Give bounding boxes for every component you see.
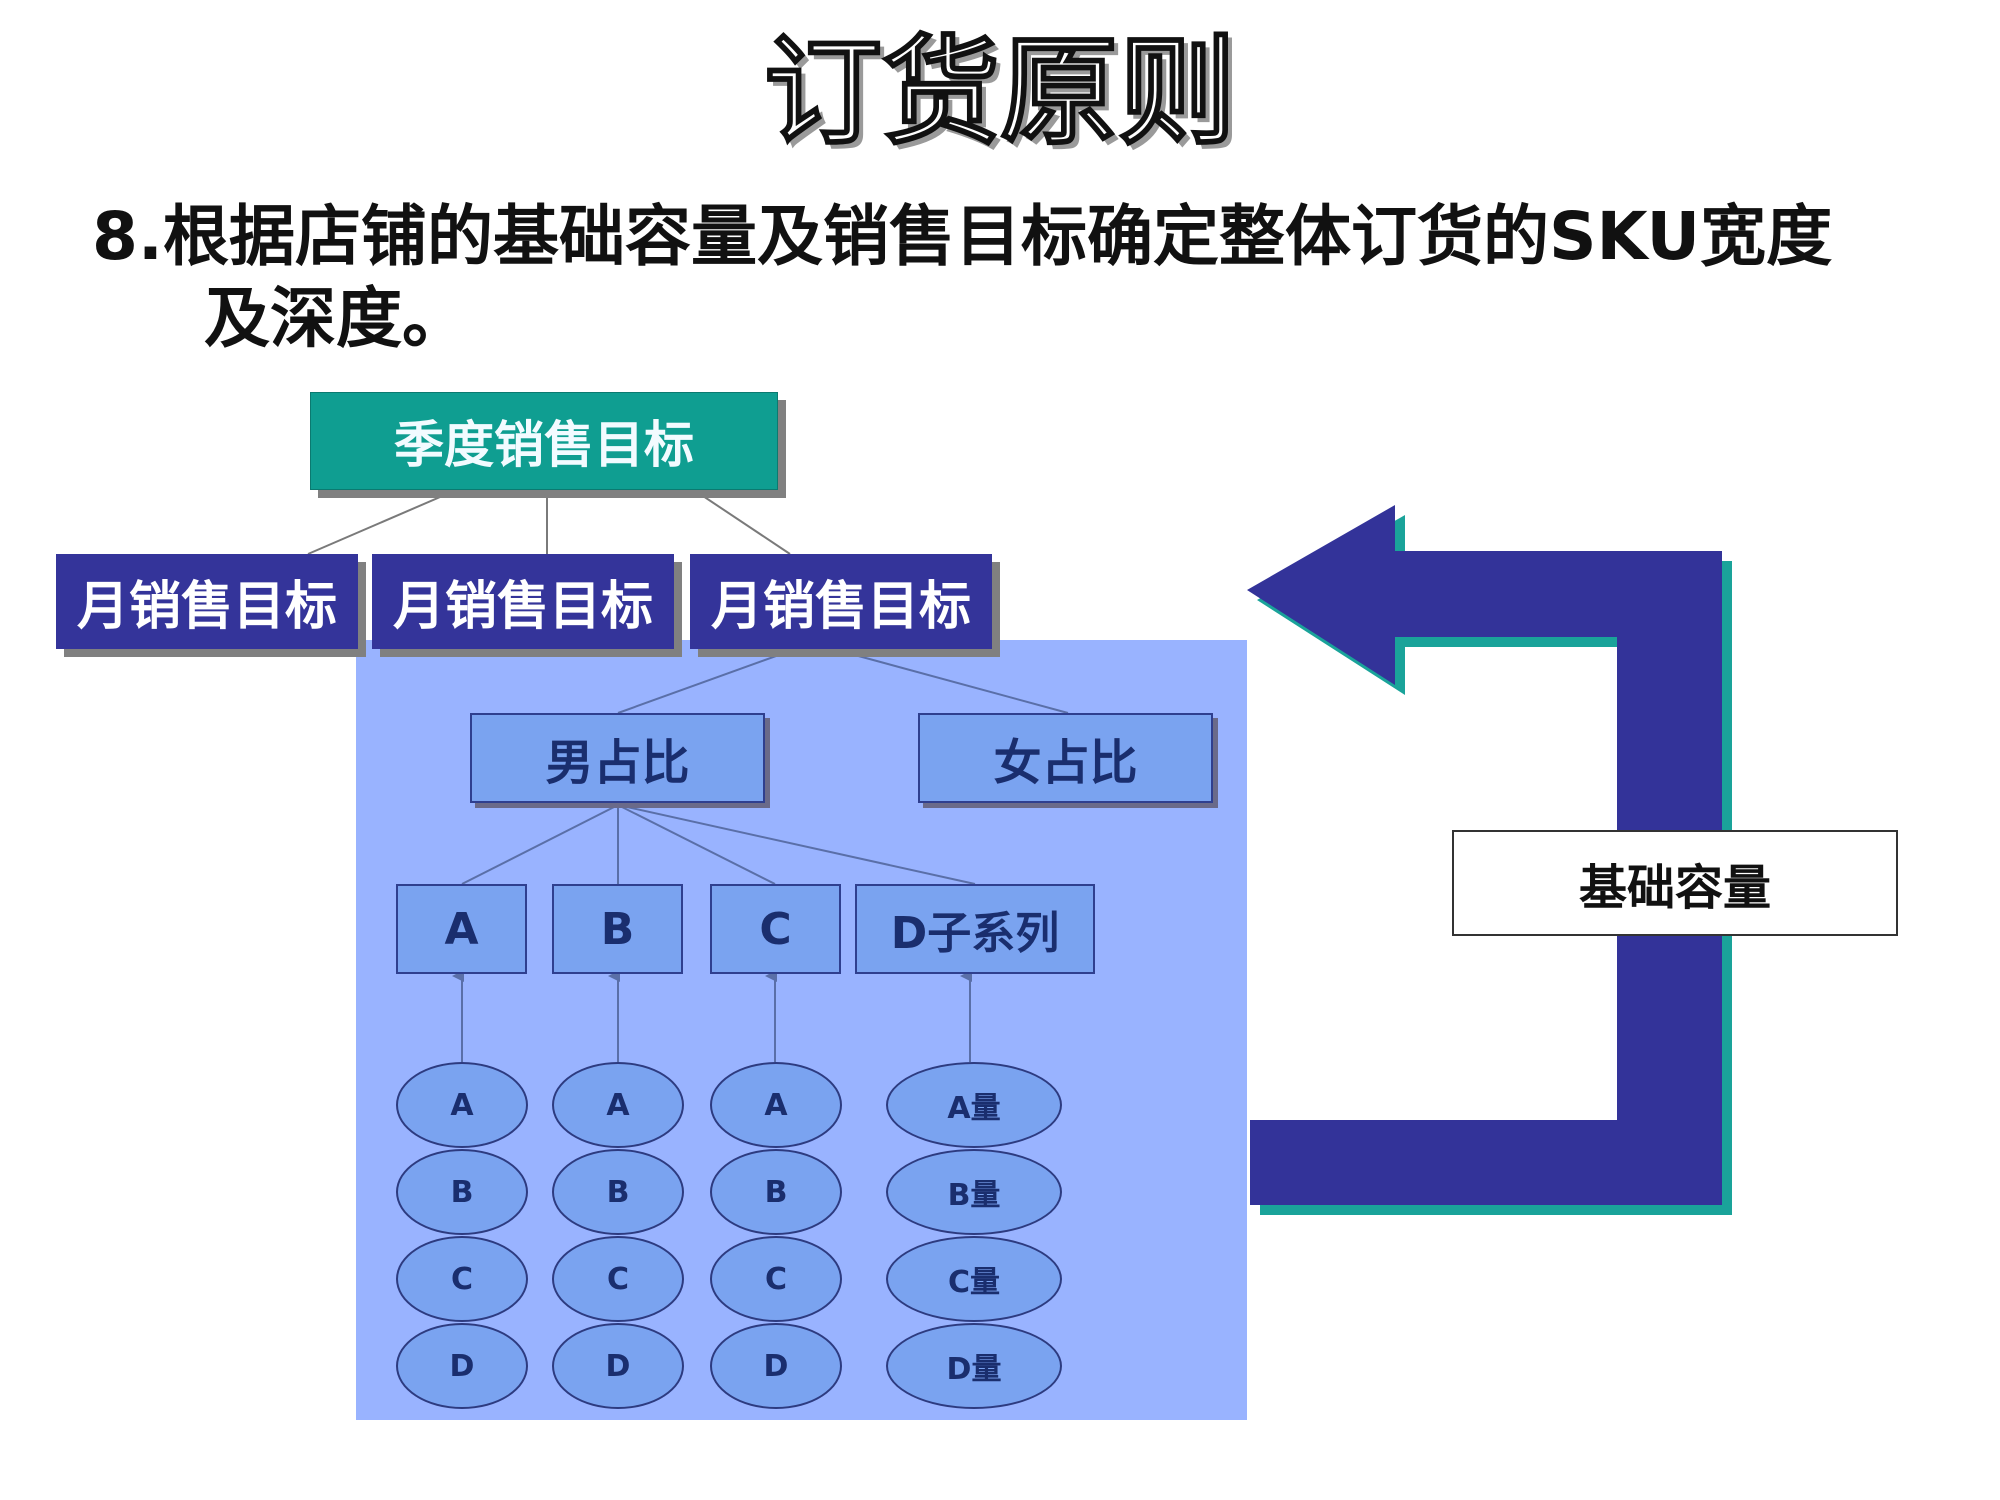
oval-col4-b-qty: B量	[886, 1149, 1062, 1235]
connector-month-male	[617, 650, 791, 714]
connector-season-month3	[699, 493, 791, 555]
oval-col3-c: C	[710, 1236, 842, 1322]
base-capacity-box: 基础容量	[1452, 830, 1898, 936]
oval-col3-a: A	[710, 1062, 842, 1148]
oval-col3-d: D	[710, 1323, 842, 1409]
page-title: 订货原则	[763, 23, 1237, 161]
oval-col2-c: C	[552, 1236, 684, 1322]
oval-col2-a: A	[552, 1062, 684, 1148]
subtitle: 8.根据店铺的基础容量及销售目标确定整体订货的SKU宽度 及深度。	[92, 196, 1922, 360]
season-target-box: 季度销售目标	[310, 392, 778, 490]
oval-col4-d-qty: D量	[886, 1323, 1062, 1409]
month-target-box-1: 月销售目标	[56, 554, 358, 649]
oval-col2-b: B	[552, 1149, 684, 1235]
connector-male-d	[617, 804, 976, 885]
oval-col1-b: B	[396, 1149, 528, 1235]
oval-col3-b: B	[710, 1149, 842, 1235]
subtitle-line2: 及深度。	[204, 280, 468, 357]
oval-col1-d: D	[396, 1323, 528, 1409]
connector-male-a	[461, 804, 619, 885]
oval-col4-a-qty: A量	[886, 1062, 1062, 1148]
oval-col2-d: D	[552, 1323, 684, 1409]
subtitle-line1: 根据店铺的基础容量及销售目标确定整体订货的SKU宽度	[163, 198, 1833, 275]
category-box-a: A	[396, 884, 527, 974]
subtitle-number: 8.	[92, 198, 163, 275]
category-box-c: C	[710, 884, 841, 974]
category-box-b: B	[552, 884, 683, 974]
month-target-box-3: 月销售目标	[690, 554, 992, 649]
oval-col1-a: A	[396, 1062, 528, 1148]
month-target-box-2: 月销售目标	[372, 554, 674, 649]
category-box-d-series: D子系列	[855, 884, 1095, 974]
male-ratio-box: 男占比	[470, 713, 765, 803]
connector-month-female	[839, 650, 1069, 714]
oval-col1-c: C	[396, 1236, 528, 1322]
oval-col4-c-qty: C量	[886, 1236, 1062, 1322]
connector-male-c	[617, 804, 776, 885]
female-ratio-box: 女占比	[918, 713, 1213, 803]
